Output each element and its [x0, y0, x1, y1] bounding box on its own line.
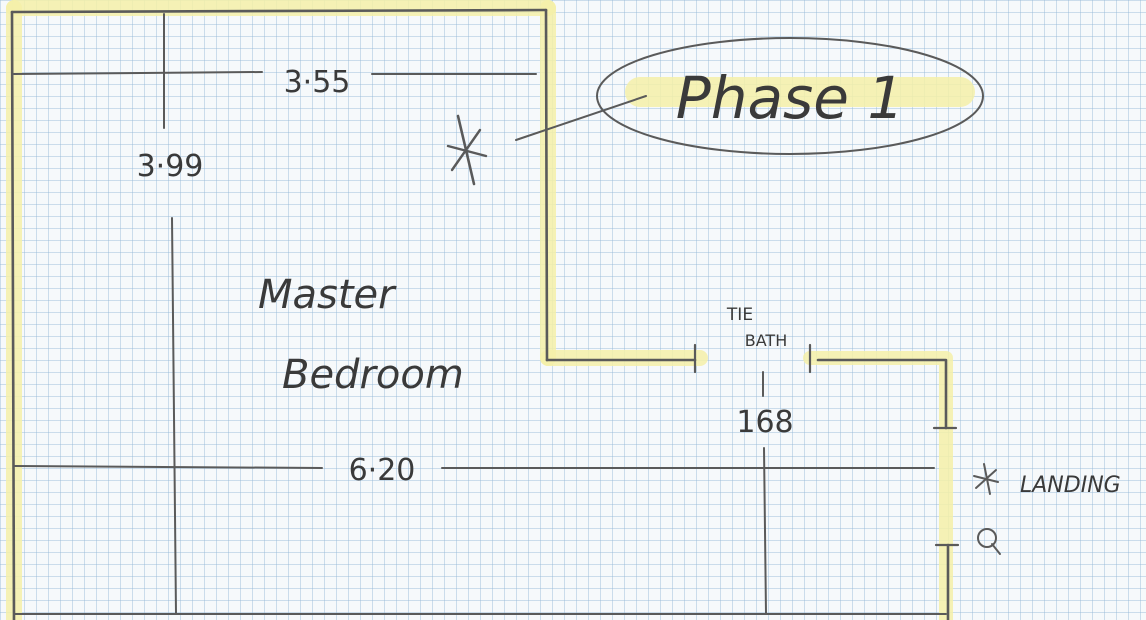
landing-asterisk-icon	[973, 463, 999, 495]
asterisk-marker-icon	[446, 114, 488, 186]
room-label-line2: Bedroom	[282, 352, 464, 398]
callout-ellipse	[596, 37, 984, 155]
opening-label-line2: BATH	[745, 331, 787, 350]
landing-label: LANDING	[1020, 473, 1121, 498]
opening-label-line1: TIE	[726, 305, 753, 325]
dim-left-depth: 3·99	[137, 149, 204, 184]
dim-opening: 168	[736, 405, 793, 440]
room-label-line1: Master	[258, 272, 397, 318]
callout-label: Phase 1	[676, 64, 905, 132]
room-walls	[10, 8, 960, 620]
dim-total-width: 6·20	[349, 453, 416, 488]
dim-top-width: 3·55	[284, 65, 351, 100]
door-swing-mark-icon	[977, 528, 1001, 555]
dimension-lines	[13, 13, 935, 615]
callout-leader-line	[515, 95, 647, 141]
